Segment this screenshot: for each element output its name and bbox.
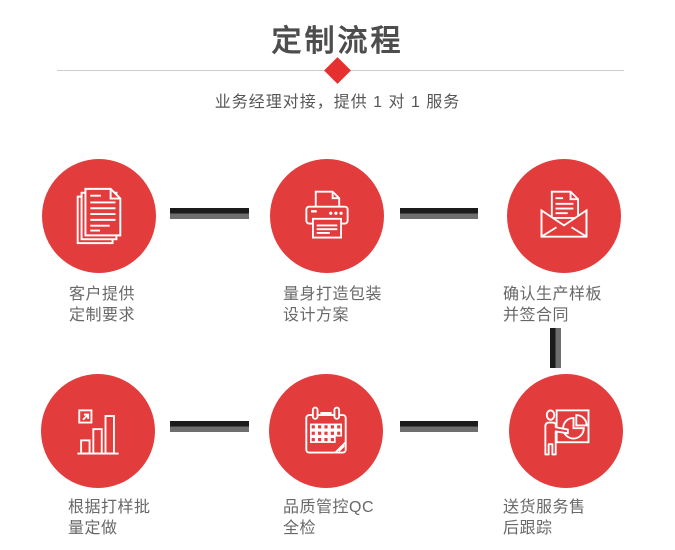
connector-step5-step6	[400, 421, 478, 432]
envelope-icon	[540, 190, 588, 238]
step-6-circle	[509, 374, 623, 488]
step-4-label-line1: 根据打样批	[68, 499, 151, 516]
step-2-label: 量身打造包装 设计方案	[283, 284, 382, 326]
step-6-label: 送货服务售 后跟踪	[503, 497, 586, 539]
documents-icon	[76, 187, 122, 245]
step-3-circle	[507, 159, 621, 273]
connector-step1-step2	[170, 208, 249, 219]
step-3-label: 确认生产样板 并签合同	[503, 284, 602, 326]
connector-step2-step3	[400, 208, 478, 219]
presentation-icon	[544, 409, 590, 456]
step-6-label-line1: 送货服务售	[503, 499, 586, 516]
printer-icon	[305, 190, 349, 239]
step-4-label-line2: 量定做	[68, 520, 118, 537]
step-4-circle	[41, 374, 155, 488]
calendar-icon	[305, 406, 347, 454]
step-2-circle	[270, 159, 384, 273]
step-2-label-line2: 设计方案	[283, 307, 350, 324]
bar-chart-icon	[77, 409, 119, 455]
step-1-label-line2: 定制要求	[69, 307, 136, 324]
step-1-label-line1: 客户提供	[69, 286, 136, 303]
step-3-label-line2: 并签合同	[503, 307, 570, 324]
diamond-marker	[324, 57, 351, 84]
connector-step3-step6	[550, 328, 561, 368]
step-2-label-line1: 量身打造包装	[283, 286, 383, 303]
step-5-label-line2: 全检	[283, 520, 317, 537]
step-1-circle	[42, 159, 156, 273]
step-5-label-line1: 品质管控QC	[283, 499, 375, 516]
page-title: 定制流程	[271, 25, 404, 58]
step-5-label: 品质管控QC 全检	[283, 497, 374, 539]
step-4-label: 根据打样批 量定做	[68, 497, 151, 539]
step-6-label-line2: 后跟踪	[503, 520, 553, 537]
step-1-label: 客户提供 定制要求	[69, 284, 135, 326]
step-5-circle	[269, 374, 383, 488]
subtitle: 业务经理对接，提供 1 对 1 服务	[214, 94, 461, 111]
step-3-label-line1: 确认生产样板	[503, 286, 603, 303]
connector-step4-step5	[170, 421, 249, 432]
